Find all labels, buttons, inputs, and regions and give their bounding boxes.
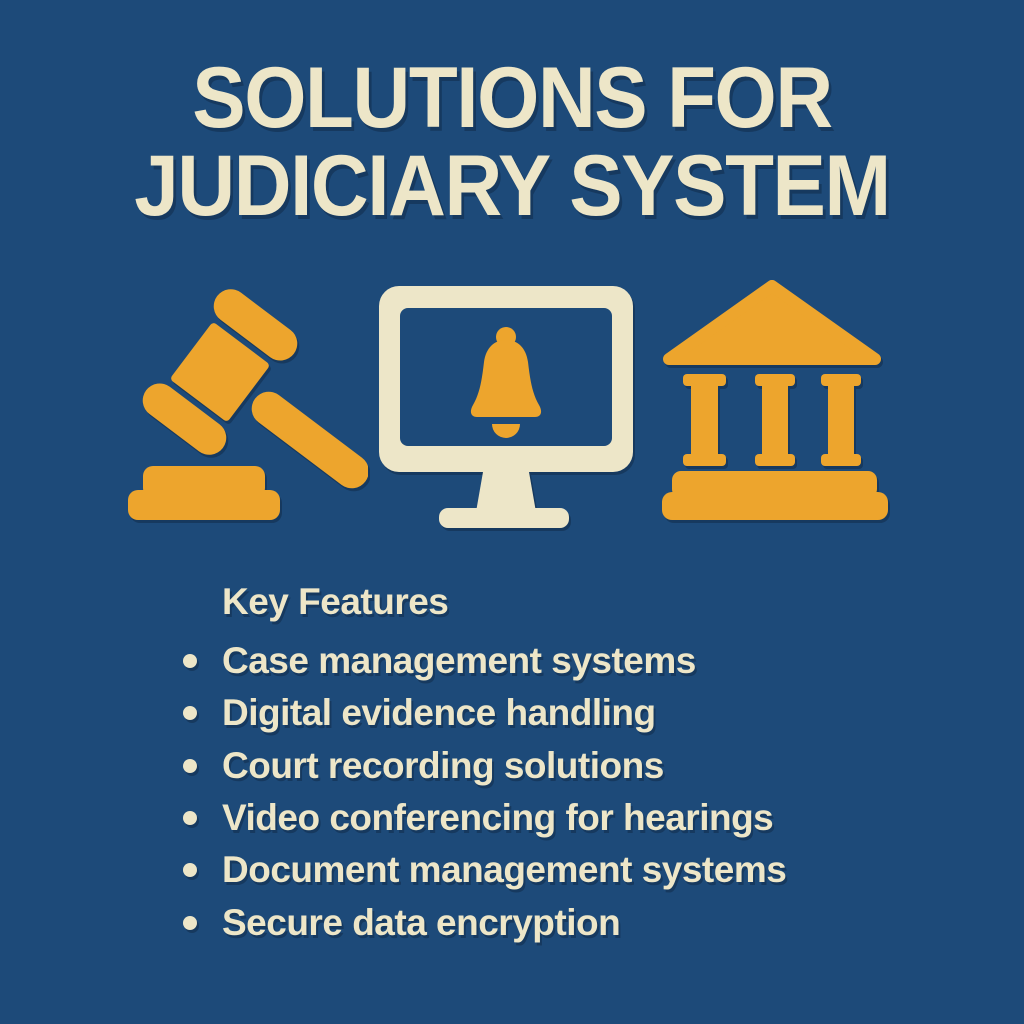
- list-item: Secure data encryption: [0, 896, 786, 948]
- list-item: Case management systems: [0, 635, 786, 687]
- features-heading: Key Features: [222, 581, 449, 622]
- courthouse-icon: [662, 280, 888, 520]
- list-item: Document management systems: [0, 844, 787, 896]
- list-item: Video conferencing for hearings: [0, 792, 786, 844]
- feature-text: Video conferencing for hearings: [222, 797, 774, 839]
- feature-text: Case management systems: [222, 640, 696, 682]
- bullet-icon: [183, 811, 197, 826]
- list-item: Digital evidence handling: [0, 687, 786, 739]
- bullet-icon: [183, 654, 197, 669]
- features-list: Case management systems Digital evidence…: [0, 635, 787, 949]
- bullet-icon: [183, 863, 197, 878]
- title-line-1: SOLUTIONS FOR: [192, 50, 833, 146]
- bell-icon: [470, 327, 542, 438]
- page-title: SOLUTIONS FOR JUDICIARY SYSTEM: [36, 54, 988, 230]
- gavel-icon: [128, 289, 368, 520]
- bullet-icon: [183, 758, 197, 773]
- bullet-icon: [183, 706, 197, 721]
- monitor-notification-icon: [379, 286, 633, 528]
- title-line-2: JUDICIARY SYSTEM: [134, 138, 891, 234]
- feature-text: Secure data encryption: [222, 901, 621, 943]
- feature-text: Document management systems: [222, 849, 787, 891]
- feature-text: Digital evidence handling: [222, 692, 656, 734]
- feature-text: Court recording solutions: [222, 744, 664, 786]
- bullet-icon: [183, 915, 197, 930]
- list-item: Court recording solutions: [0, 740, 786, 792]
